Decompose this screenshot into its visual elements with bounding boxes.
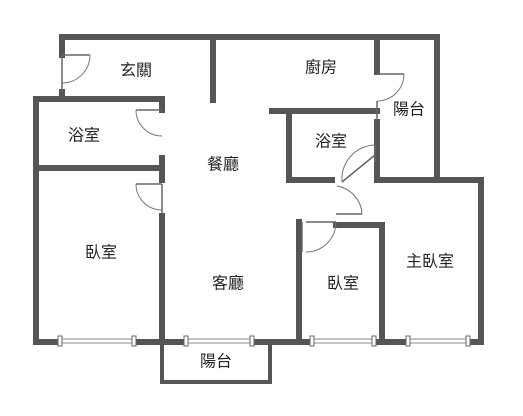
wall-balcony-bottom (160, 340, 272, 384)
door-master (336, 185, 363, 215)
window-bedroom-left (57, 335, 137, 347)
window-living (183, 335, 255, 347)
windows (57, 335, 471, 347)
door-bath-center (341, 144, 376, 183)
window-bedroom-center (309, 335, 377, 347)
room-label-bath-left: 浴室 (68, 126, 100, 145)
window-opening-bedroom-center (310, 336, 376, 346)
door-balcony-top (376, 73, 405, 120)
room-label-balcony-top: 陽台 (393, 100, 425, 119)
room-label-bedroom-left: 臥室 (85, 243, 117, 262)
window-master (405, 335, 471, 347)
walls (33, 34, 484, 384)
window-opening-master (406, 336, 470, 346)
room-label-living: 客廳 (212, 274, 244, 293)
room-label-bath-center: 浴室 (315, 132, 347, 151)
window-openings (58, 336, 470, 346)
room-label-bedroom-center: 臥室 (327, 274, 359, 293)
window-opening-bedroom-left (58, 336, 136, 346)
door-bedroom-center (301, 221, 337, 253)
room-label-kitchen: 廚房 (305, 58, 337, 77)
window-opening-living (184, 336, 254, 346)
room-label-balcony-bottom: 陽台 (200, 352, 232, 371)
wall-left-outer (33, 89, 65, 345)
door-entrance (61, 54, 91, 92)
doors (61, 54, 405, 253)
room-labels: 玄關 廚房 陽台 浴室 浴室 餐廳 臥室 客廳 臥室 主臥室 陽台 (68, 58, 454, 371)
room-label-entrance: 玄關 (120, 61, 152, 80)
door-bedroom-left (135, 183, 163, 214)
door-bath-left (135, 109, 163, 137)
room-label-master-bedroom: 主臥室 (406, 252, 454, 271)
wall-top-outer (59, 34, 440, 179)
room-label-dining: 餐廳 (207, 155, 239, 174)
wall-master-outer (374, 177, 484, 345)
